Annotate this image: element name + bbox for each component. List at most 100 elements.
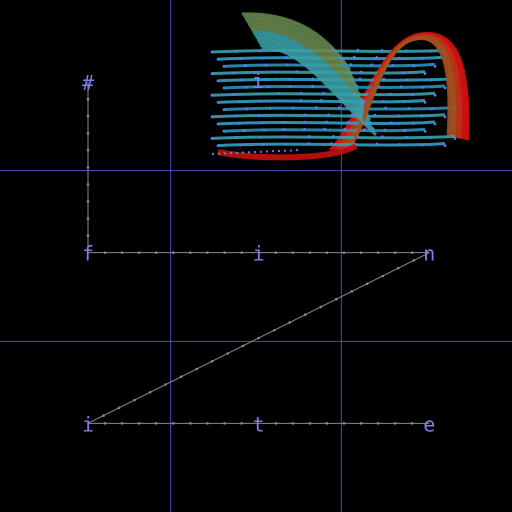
stroke-point [363,128,367,131]
stroke-point [390,121,393,125]
stroke-point [264,63,268,67]
path-dot [350,290,354,293]
path-dot [223,422,226,425]
stroke-point [350,113,354,117]
path-dot [410,251,414,254]
stroke-point [343,127,346,131]
stroke-point [421,85,425,89]
stroke-point [210,93,214,97]
stroke-point [234,136,238,140]
stroke-point [280,113,284,117]
stroke-point [278,99,282,103]
stroke-point [210,72,214,75]
stroke-point [303,120,307,124]
stroke-point [349,63,352,66]
path-dot [206,422,209,425]
path-dot [148,391,152,394]
path-dot [120,251,124,254]
path-dot [86,97,90,101]
path-dot [189,251,192,254]
stroke-point [288,84,292,88]
path-dot [274,422,278,425]
stroke-point [429,136,433,140]
stroke-point [430,107,434,111]
stroke-point [398,143,401,146]
stroke-point [238,121,242,125]
stroke-point [361,99,365,103]
stroke-fan [256,38,372,122]
stroke-point [291,106,295,110]
stroke-point [284,142,288,146]
stroke-point [277,92,281,95]
stroke-point [239,57,243,60]
stroke-point [412,64,416,68]
stroke-point [380,48,384,52]
stroke-point [382,77,386,81]
stroke-point [397,114,400,118]
stroke-fan [252,30,366,107]
stroke-point [299,99,303,102]
stroke-underline-dots [211,149,301,155]
letter-glyph: e [423,412,435,436]
stroke-point [255,92,258,96]
path-dot [206,251,209,254]
path-dot [272,328,276,332]
stroke-point [327,113,330,117]
stroke-point [402,100,406,104]
stroke-point [268,107,272,110]
stroke-point [231,71,235,75]
stroke-point [237,100,241,104]
path-dot [325,251,329,254]
path-dot [120,422,124,425]
stroke-point [420,57,424,60]
stroke-point [352,55,356,59]
path-dot [393,251,397,254]
stroke-point [375,56,379,59]
stroke-point [216,101,220,104]
stroke-point [407,107,411,110]
cursor-glyph: i [252,69,264,93]
stroke-point [307,142,311,146]
stroke-fan [241,12,352,71]
path-dot [189,422,192,425]
stroke-point [244,85,248,89]
path-dot [133,398,136,402]
stroke-point [222,65,226,68]
stroke-point [210,137,214,140]
stroke-point [281,120,285,124]
stroke-point [216,122,220,126]
letter-glyph: n [423,242,435,266]
path-dot [137,422,141,425]
path-dot [86,131,90,135]
stroke-bundle [210,12,470,161]
stroke-point [403,129,407,132]
stroke-point [257,114,260,118]
path-dot [359,251,363,254]
path-dot [117,406,121,410]
path-dot [412,259,416,262]
stroke-point [411,93,415,96]
path-dot [393,422,397,425]
stroke-point [233,114,237,118]
letter-glyph: f [82,242,94,266]
stroke-point [420,143,424,147]
stroke-point [453,137,457,140]
path-dot [342,251,346,254]
path-dot [257,336,260,340]
stroke-point [359,70,363,74]
path-dot [241,344,245,348]
stroke-point [402,71,406,75]
stroke-point [222,108,226,111]
path-dot [376,422,380,425]
stroke-point [391,63,395,67]
stroke-point [443,115,447,119]
stroke-point [222,86,226,90]
stroke-fan [250,28,364,101]
stroke-point [253,71,256,74]
stroke-point [384,106,388,110]
stroke-point [380,135,384,139]
stroke-point [423,72,427,75]
stroke-fan [244,17,356,81]
